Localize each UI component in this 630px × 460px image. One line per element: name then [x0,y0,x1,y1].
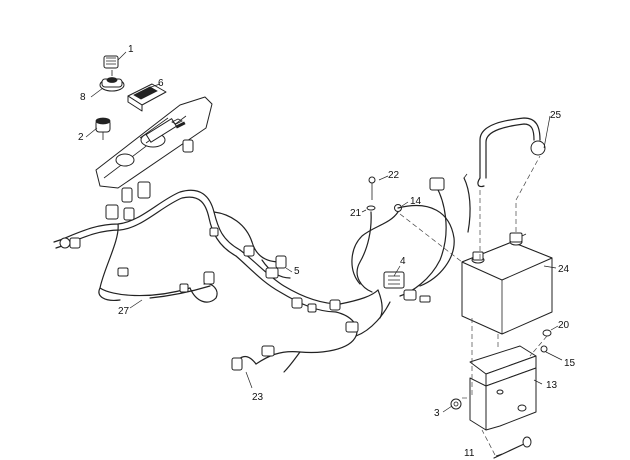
callout-21: 21 [350,208,362,219]
callout-labels: 1 2 3 4 5 6 8 11 13 14 15 20 21 22 23 24… [78,44,576,459]
part-20-washer [542,329,552,337]
callout-22: 22 [388,170,400,181]
callout-3: 3 [434,408,440,419]
callout-4: 4 [400,256,406,267]
callout-23: 23 [252,392,264,403]
callout-2: 2 [78,132,84,143]
callout-27: 27 [118,306,130,317]
callout-15: 15 [564,358,576,369]
main-harness-27 [53,189,391,373]
callout-6: 6 [158,78,164,89]
callout-24: 24 [558,264,570,275]
part-2-push-button [95,117,111,140]
part-23-connector [231,345,275,371]
callout-13: 13 [546,380,558,391]
callout-11: 11 [464,448,475,459]
battery-cables [351,173,471,319]
part-24-battery [461,232,553,335]
callout-25: 25 [550,110,562,121]
callout-20: 20 [558,320,570,331]
part-15-screw [540,345,548,353]
part-8-key-switch [99,70,125,92]
callout-1: 1 [128,44,134,55]
panel-connectors [105,139,194,221]
part-11-bolt [493,436,532,459]
assembly-guide-lines [399,155,548,456]
part-3-nut [450,398,462,410]
part-1-switch-boot [103,55,119,69]
callout-5: 5 [294,266,300,277]
control-panel [95,96,213,189]
part-25-battery-strap [477,117,546,188]
leader-lines [85,51,563,457]
part-13-battery-bracket [469,345,537,431]
callout-8: 8 [80,92,86,103]
callout-14: 14 [410,196,422,207]
part-6-rocker-switch [127,83,167,112]
